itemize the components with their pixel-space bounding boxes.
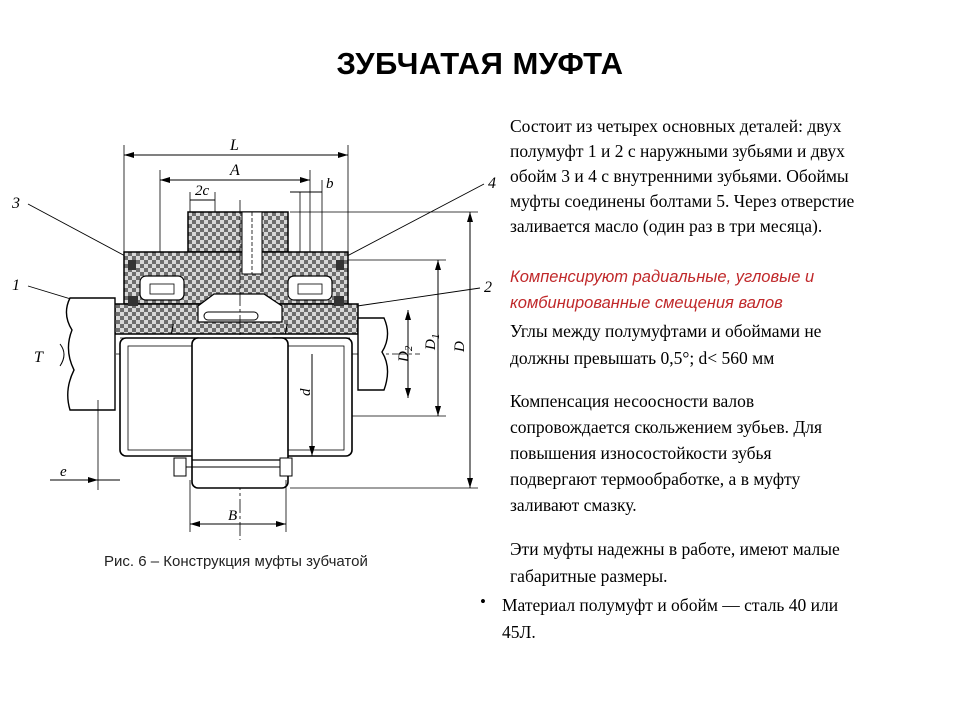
- label-e: e: [60, 464, 67, 480]
- dimension-b: b: [290, 176, 334, 260]
- label-D1-sub: 1: [430, 334, 442, 340]
- paragraph-angles: Углы между полумуфтами и обоймами не дол…: [510, 318, 940, 372]
- svg-text:D2: D2: [396, 345, 415, 363]
- paragraph-misalignment: Компенсация несоосности валов сопровожда…: [510, 388, 940, 518]
- shaft-left: T: [34, 297, 116, 411]
- label-d: d: [298, 388, 314, 396]
- svg-text:D1: D1: [423, 334, 442, 351]
- dimension-D1: D1: [348, 259, 446, 417]
- text-line: полумуфт 1 и 2 с наружными зубьями и дву…: [510, 141, 845, 161]
- shaft-right: [357, 317, 389, 391]
- text-line: Углы между полумуфтами и обоймами не: [510, 321, 822, 341]
- text-line: Эти муфты надежны в работе, имеют малые: [510, 539, 840, 559]
- text-line: сопровождается скольжением зубьев. Для: [510, 417, 823, 437]
- label-2c: 2c: [195, 183, 210, 199]
- bullet-marker: •: [480, 592, 486, 611]
- text-line: 45Л.: [502, 622, 536, 642]
- text-line: подвергают термообработке, а в муфту: [510, 469, 801, 489]
- label-L: L: [229, 137, 239, 154]
- paragraph-reliability: Эти муфты надежны в работе, имеют малые …: [510, 536, 940, 590]
- text-line: должны превышать 0,5°; d< 560 мм: [510, 348, 775, 368]
- sleeve-housing: [111, 211, 359, 335]
- dimension-d: d: [298, 354, 315, 456]
- label-D1: D: [423, 339, 439, 351]
- label-part-3: 3: [11, 195, 20, 212]
- text-line: заливают смазку.: [510, 495, 637, 515]
- paragraph-material: Материал полумуфт и обойм — сталь 40 или…: [502, 592, 932, 646]
- center-body: [173, 337, 293, 489]
- dimension-D: D: [290, 211, 478, 489]
- label-l-left: l: [170, 322, 174, 338]
- label-part-4: 4: [488, 175, 496, 192]
- label-D2: D: [396, 351, 412, 363]
- text-line: обойм 3 и 4 с внутренними зубьями. Обойм…: [510, 166, 849, 186]
- paragraph-composition: Состоит из четырех основных деталей: дву…: [510, 114, 940, 239]
- label-b: b: [326, 176, 334, 192]
- dimension-B: B: [189, 480, 287, 532]
- gear-coupling-drawing: L A 2c b 3 4 1 2: [0, 100, 500, 600]
- paragraph-compensation-red: Компенсируют радиальные, угловые и комби…: [510, 264, 940, 316]
- dimension-L: L: [123, 137, 349, 260]
- text-line: повышения износостойкости зубья: [510, 443, 772, 463]
- label-part-2: 2: [484, 279, 492, 296]
- text-line: Материал полумуфт и обойм — сталь 40 или: [502, 595, 839, 615]
- dimension-D2: D2: [396, 310, 415, 398]
- text-line: габаритные размеры.: [510, 566, 668, 586]
- text-line: муфты соединены болтами 5. Через отверст…: [510, 191, 855, 211]
- dimension-A: A: [159, 162, 311, 260]
- text-line: комбинированные смещения валов: [510, 294, 783, 312]
- slide-title: ЗУБЧАТАЯ МУФТА: [336, 46, 624, 81]
- label-D2-sub: 2: [403, 345, 415, 351]
- label-A: A: [229, 162, 240, 179]
- text-line: заливается масло (один раз в три месяца)…: [510, 216, 823, 236]
- dimension-e: e: [50, 400, 120, 490]
- figure-caption: Рис. 6 – Конструкция муфты зубчатой: [104, 553, 368, 570]
- label-part-1: 1: [12, 277, 20, 294]
- label-D: D: [452, 341, 468, 353]
- text-line: Компенсируют радиальные, угловые и: [510, 268, 815, 286]
- label-B: B: [228, 508, 237, 524]
- label-l-right: l: [284, 322, 288, 338]
- text-line: Состоит из четырех основных деталей: дву…: [510, 116, 842, 136]
- label-T: T: [34, 349, 44, 366]
- text-line: Компенсация несоосности валов: [510, 391, 755, 411]
